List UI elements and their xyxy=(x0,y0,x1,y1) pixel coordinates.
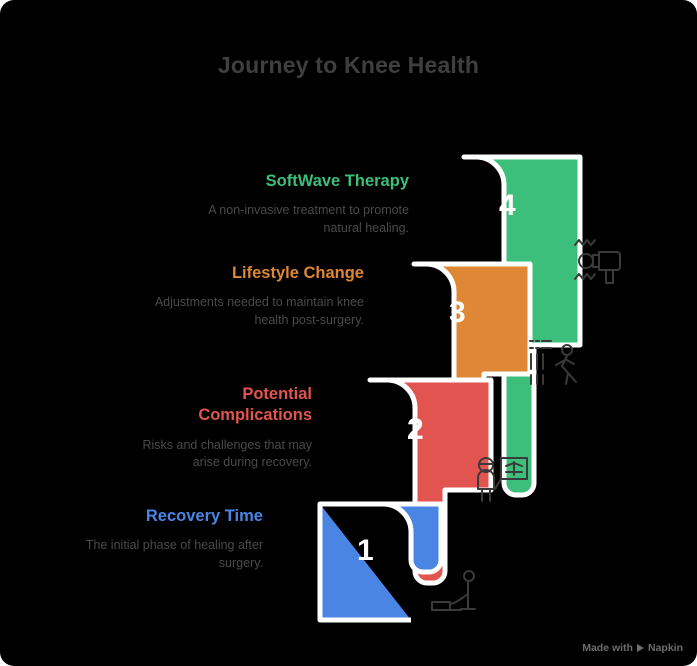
step-1-heading: Recovery Time xyxy=(145,507,263,525)
watermark-brand: Napkin xyxy=(647,642,683,654)
step-2-description: Risks and challenges that may arise duri… xyxy=(142,437,312,470)
napkin-logo-icon xyxy=(636,644,644,652)
step-4-description: A non-invasive treatment to promote natu… xyxy=(208,203,409,235)
step-1-text: Recovery Time The initial phase of heali… xyxy=(68,506,263,572)
step-1-shape xyxy=(317,501,444,623)
watermark-prefix: Made with xyxy=(582,642,633,654)
step-4-text: SoftWave Therapy A non-invasive treatmen… xyxy=(194,171,409,237)
step-4-heading: SoftWave Therapy xyxy=(265,172,409,190)
shockwave-device-icon xyxy=(572,236,630,288)
step-3-description: Adjustments needed to maintain knee heal… xyxy=(154,295,364,327)
person-stretching-icon xyxy=(428,568,486,616)
person-running-icon xyxy=(528,337,586,389)
napkin-watermark: Made with Napkin xyxy=(582,642,683,654)
step-2-text: Potential Complications Risks and challe… xyxy=(127,384,312,471)
step-1-description: The initial phase of healing after surge… xyxy=(85,538,263,570)
step-2-shape xyxy=(367,377,494,586)
page-title: Journey to Knee Health xyxy=(217,52,480,78)
step-2-heading: Potential Complications xyxy=(198,385,312,425)
step-3-heading: Lifestyle Change xyxy=(231,264,364,282)
person-presenting-chart-icon xyxy=(474,453,532,505)
step-3-text: Lifestyle Change Adjustments needed to m… xyxy=(149,263,364,329)
